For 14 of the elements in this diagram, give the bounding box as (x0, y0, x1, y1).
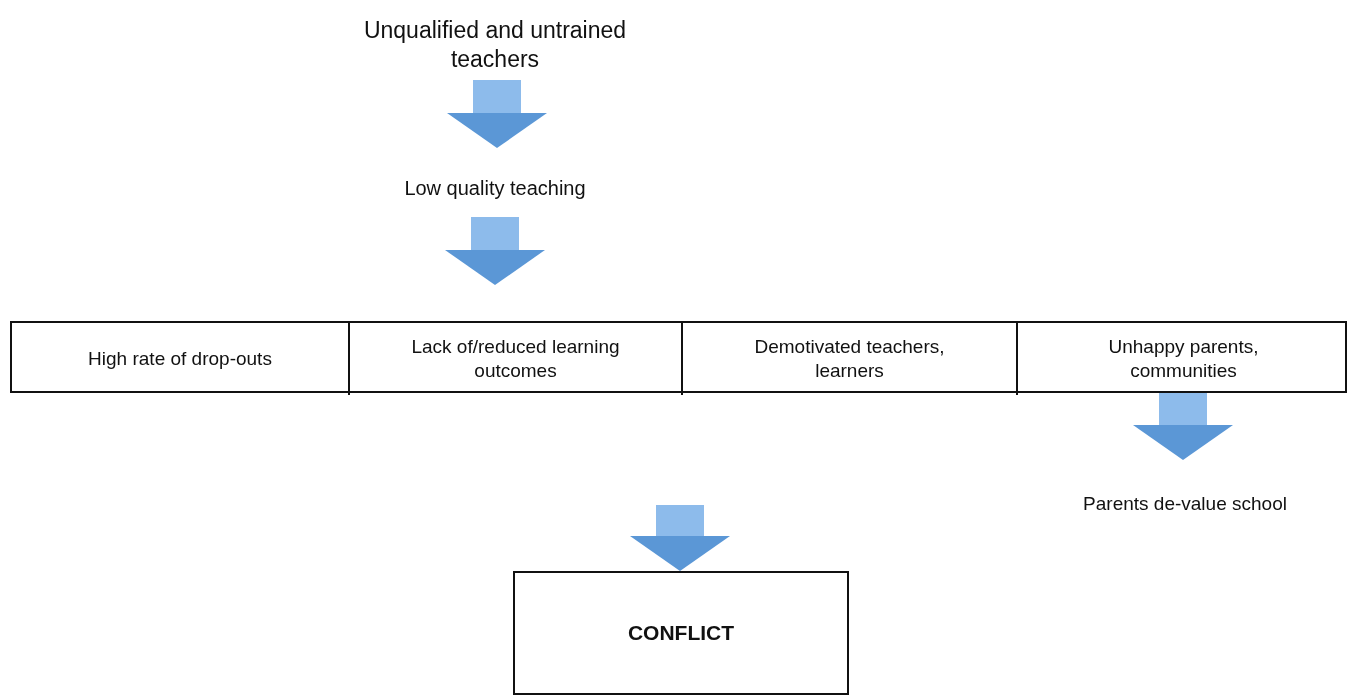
table-row-box (10, 321, 1347, 393)
block-arrow (1133, 393, 1233, 460)
text-label: Low quality teaching (404, 175, 586, 201)
text-label: Unqualified and untrained teachers (362, 16, 628, 74)
table-cell: Demotivated teachers, learners (681, 323, 1016, 395)
block-arrow (630, 505, 730, 571)
text-label: Parents de-value school (1083, 492, 1287, 516)
table-cell: High rate of drop-outs (12, 323, 348, 395)
box-label: CONFLICT (627, 619, 735, 646)
block-arrow (445, 217, 545, 285)
block-arrow (447, 80, 547, 148)
conflict-box (513, 571, 849, 695)
table-cell: Lack of/reduced learning outcomes (348, 323, 681, 395)
table-cell: Unhappy parents, communities (1016, 323, 1349, 395)
